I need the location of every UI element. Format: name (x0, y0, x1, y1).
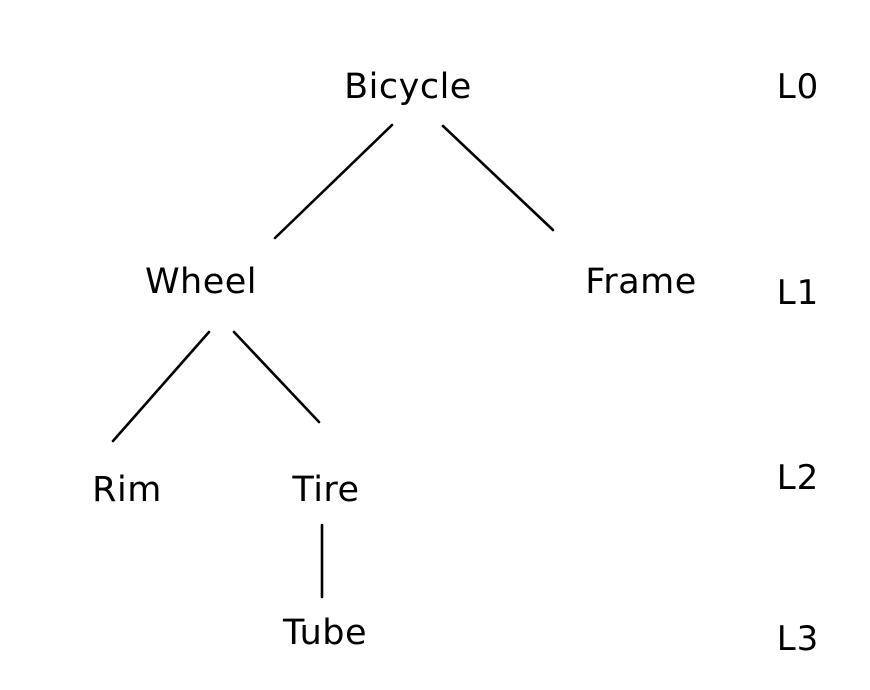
tree-edge-wheel-to-rim (111, 330, 211, 443)
level-label-l0: L0 (776, 67, 820, 107)
tree-edge-wheel-to-tire (232, 330, 321, 424)
tree-node-tire[interactable]: Tire (292, 470, 360, 510)
tree-node-frame[interactable]: Frame (585, 262, 697, 302)
tree-node-bicycle[interactable]: Bicycle (344, 67, 472, 107)
tree-node-wheel[interactable]: Wheel (144, 262, 258, 302)
level-label-l3: L3 (776, 619, 820, 659)
tree-node-rim[interactable]: Rim (92, 470, 162, 510)
level-label-l2: L2 (776, 458, 820, 498)
tree-edge-bicycle-to-wheel (273, 123, 394, 240)
tree-node-tube[interactable]: Tube (283, 613, 367, 653)
tree-edge-bicycle-to-frame (441, 124, 555, 232)
level-label-l1: L1 (776, 273, 820, 313)
